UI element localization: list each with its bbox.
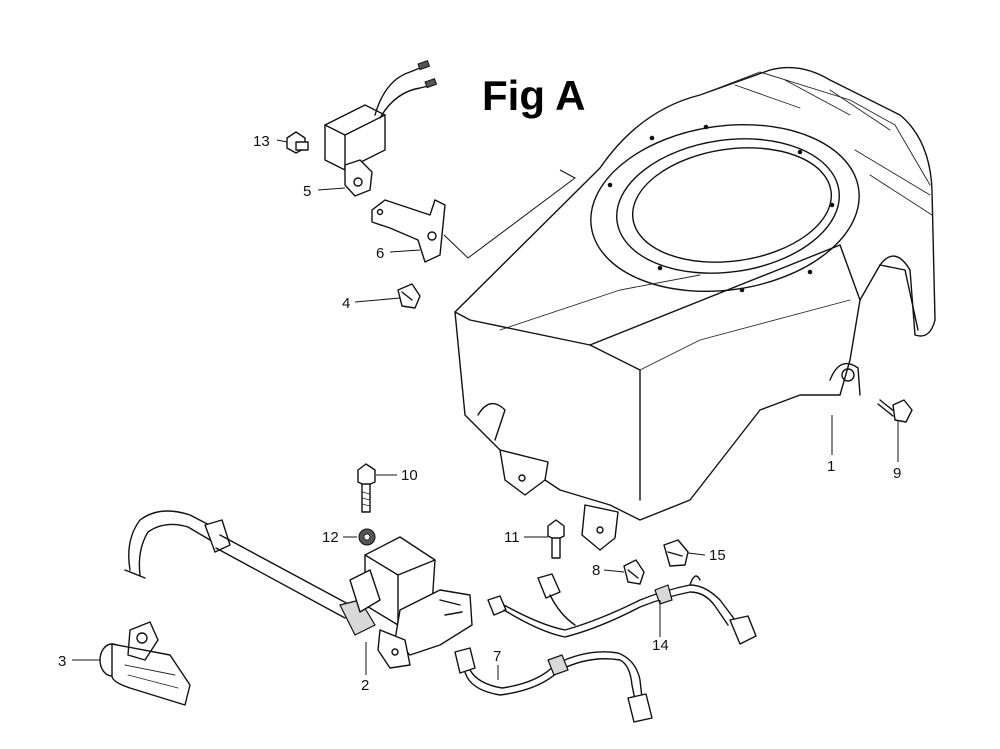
callout-1: 1 xyxy=(827,458,835,475)
clamp-15 xyxy=(663,539,689,567)
callout-6: 6 xyxy=(376,245,384,262)
washer-12 xyxy=(358,528,376,546)
leader-lines xyxy=(72,139,899,680)
bolt-13 xyxy=(286,131,309,154)
ignition-coil-2 xyxy=(124,510,473,669)
bracket-6 xyxy=(371,169,576,263)
callout-9: 9 xyxy=(893,465,901,482)
callout-2: 2 xyxy=(361,677,369,694)
callout-3: 3 xyxy=(58,653,66,670)
engine-cover xyxy=(454,66,936,551)
bolt-10 xyxy=(357,463,376,513)
ignition-module-5 xyxy=(324,59,438,197)
spark-cap-3 xyxy=(99,621,191,706)
callout-14: 14 xyxy=(652,637,669,654)
callout-5: 5 xyxy=(303,183,311,200)
callout-labels: 13 5 6 4 1 9 10 12 11 8 15 14 7 2 3 xyxy=(58,133,901,694)
clip-4 xyxy=(397,283,421,309)
callout-7: 7 xyxy=(493,648,501,665)
callout-8: 8 xyxy=(592,562,600,579)
callout-13: 13 xyxy=(253,133,270,150)
callout-4: 4 xyxy=(342,295,350,312)
bolt-11 xyxy=(547,519,565,559)
flange-bolt-9 xyxy=(877,399,913,423)
figure-title: Fig A xyxy=(482,72,585,119)
callout-12: 12 xyxy=(322,529,339,546)
wire-harness-7 xyxy=(454,647,653,723)
callout-11: 11 xyxy=(504,529,520,546)
wire-harness-14 xyxy=(487,573,757,645)
callout-15: 15 xyxy=(709,547,726,564)
clip-8 xyxy=(623,559,645,585)
callout-10: 10 xyxy=(401,467,418,484)
